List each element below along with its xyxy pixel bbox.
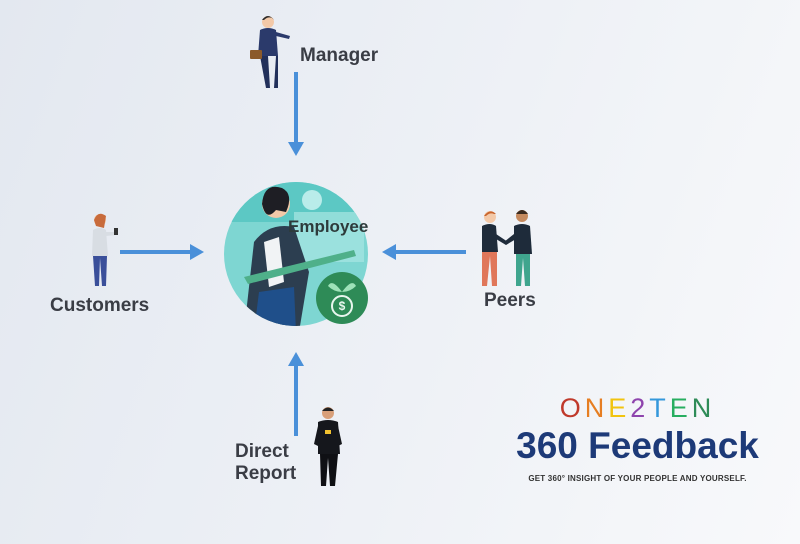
arrow-up-icon — [288, 352, 304, 436]
customers-label: Customers — [50, 295, 150, 316]
direct-report-label-line2: Report — [235, 463, 297, 484]
arrow-left-icon — [382, 244, 466, 260]
peers-label: Peers — [484, 290, 536, 311]
brand-logo-letter: T — [649, 393, 670, 423]
brand-logo-letter: N — [691, 393, 716, 423]
brand-logo-letter: 2 — [630, 393, 650, 423]
direct-report-label-line1: Direct — [235, 441, 289, 462]
peers-handshake-icon — [482, 210, 532, 286]
direct-report-figure-icon — [314, 407, 342, 486]
arrow-down-icon — [288, 72, 304, 156]
direct-report-label: Direct Report — [235, 441, 296, 485]
brand-logo: ONE2TEN — [515, 393, 760, 424]
customer-figure-icon — [92, 213, 118, 286]
arrow-right-icon — [120, 244, 204, 260]
brand-tagline: GET 360° INSIGHT OF YOUR PEOPLE AND YOUR… — [528, 474, 747, 483]
svg-text:$: $ — [339, 299, 346, 313]
manager-label: Manager — [300, 45, 379, 66]
brand-logo-letter: E — [669, 393, 692, 423]
manager-figure-icon — [250, 16, 290, 88]
employee-label: Employee — [288, 217, 369, 236]
employee-illustration: $ — [224, 182, 368, 326]
brand-logo-letter: E — [608, 393, 631, 423]
brand-logo-letter: N — [584, 393, 609, 423]
brand-block: ONE2TEN 360 Feedback GET 360° INSIGHT OF… — [515, 393, 760, 483]
brand-logo-letter: O — [559, 393, 585, 423]
brand-title: 360 Feedback — [516, 425, 759, 466]
